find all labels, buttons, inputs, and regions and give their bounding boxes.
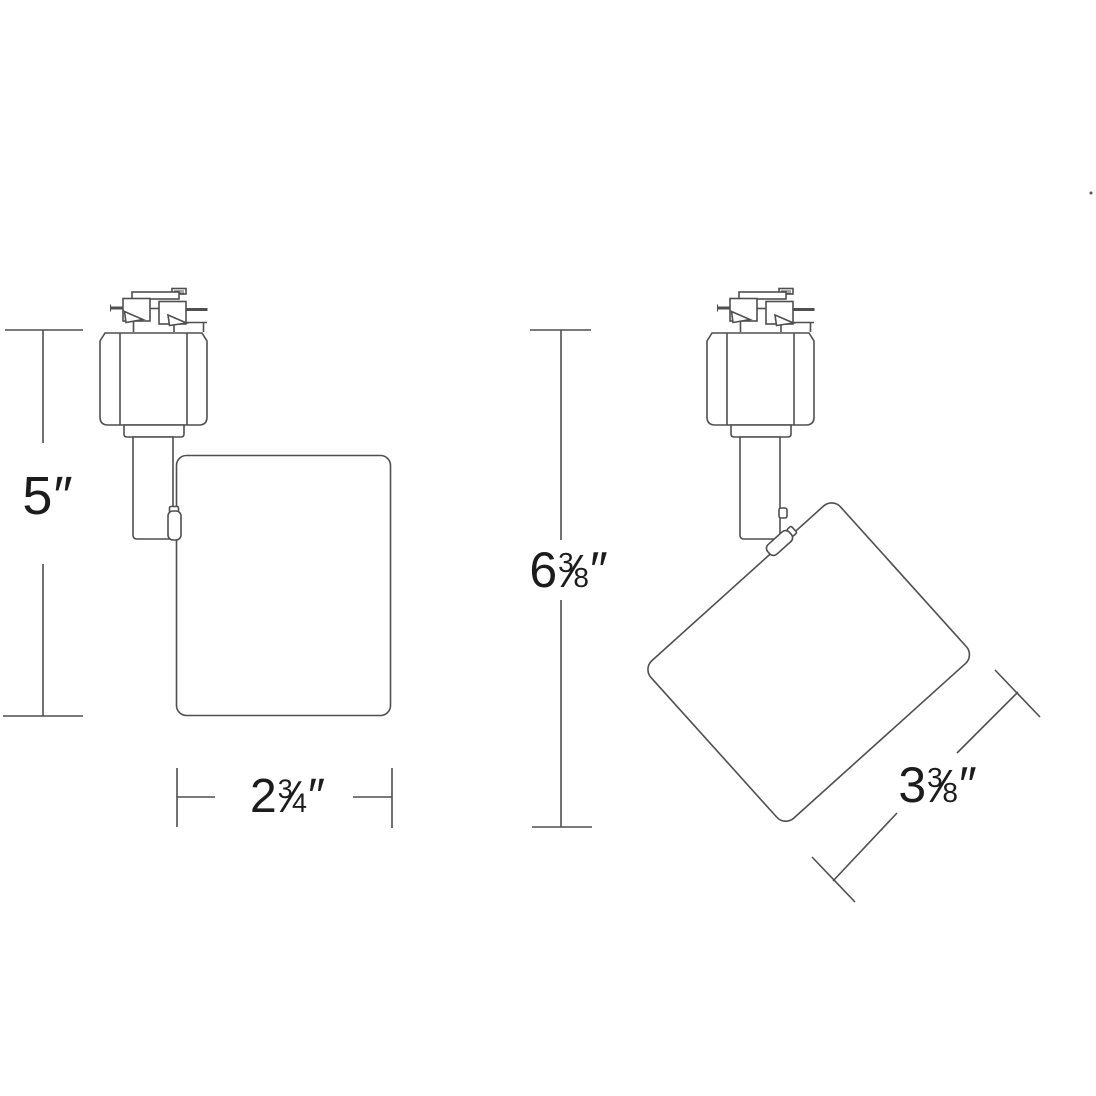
fixture-upper-assembly — [99, 287, 208, 540]
lamp-head-front — [175, 454, 392, 717]
dimension-label-front-width: 23⁄4″ — [250, 770, 325, 823]
inch-mark: ″ — [53, 466, 72, 526]
fraction-slash: ⁄ — [569, 545, 578, 597]
lamp-head-tilted — [647, 502, 971, 823]
height-dimension-front — [3, 329, 83, 717]
fraction-slash: ⁄ — [288, 773, 296, 822]
connector-wedge-left — [123, 310, 146, 324]
inch-mark: ″ — [958, 757, 977, 813]
adapter-step — [123, 424, 185, 438]
width-dimension-front — [176, 768, 393, 828]
fixture-upper-assembly-tilted — [705, 287, 816, 541]
fraction-numerator: 3 — [558, 547, 574, 579]
dimension-value: 5 — [22, 466, 52, 526]
front-view-figure — [99, 287, 392, 717]
swivel-clamp-front — [167, 505, 182, 541]
dimension-label-tilted-height: 63⁄8″ — [529, 542, 608, 598]
adapter-body-panel-lines — [119, 333, 188, 425]
inch-mark: ″ — [307, 770, 325, 823]
stem-screw — [778, 507, 788, 519]
adapter-body — [99, 332, 208, 438]
connector-wedge-right — [167, 313, 190, 327]
dimension-line — [832, 691, 1019, 882]
adapter-body-outline — [99, 332, 208, 426]
artifact-dot — [1089, 191, 1093, 195]
dimension-label-tilted-width: 33⁄8″ — [898, 757, 977, 813]
track-connector — [109, 287, 208, 332]
fraction-numerator: 3 — [277, 774, 293, 805]
fraction-denominator: 8 — [573, 562, 589, 593]
fraction-denominator: 8 — [942, 777, 958, 808]
dimension-value: 3 — [898, 757, 926, 813]
dimension-label-front-height: 5″ — [22, 466, 72, 526]
connector-plate — [131, 291, 180, 300]
height-dimension-tilted — [530, 329, 592, 828]
width-dimension-tilted — [811, 669, 1041, 903]
clamp-body — [167, 510, 182, 541]
fraction-denominator: 4 — [292, 788, 307, 818]
clamp-body-tilted — [765, 529, 794, 557]
inch-mark: ″ — [589, 542, 608, 598]
stem — [132, 436, 174, 540]
dimension-value: 2 — [250, 770, 277, 823]
fraction-slash: ⁄ — [938, 760, 947, 812]
tilted-view-figure — [647, 287, 971, 823]
swivel-clamp-tilted — [765, 525, 798, 557]
dimension-value: 6 — [529, 542, 557, 598]
fraction-numerator: 3 — [927, 762, 943, 794]
